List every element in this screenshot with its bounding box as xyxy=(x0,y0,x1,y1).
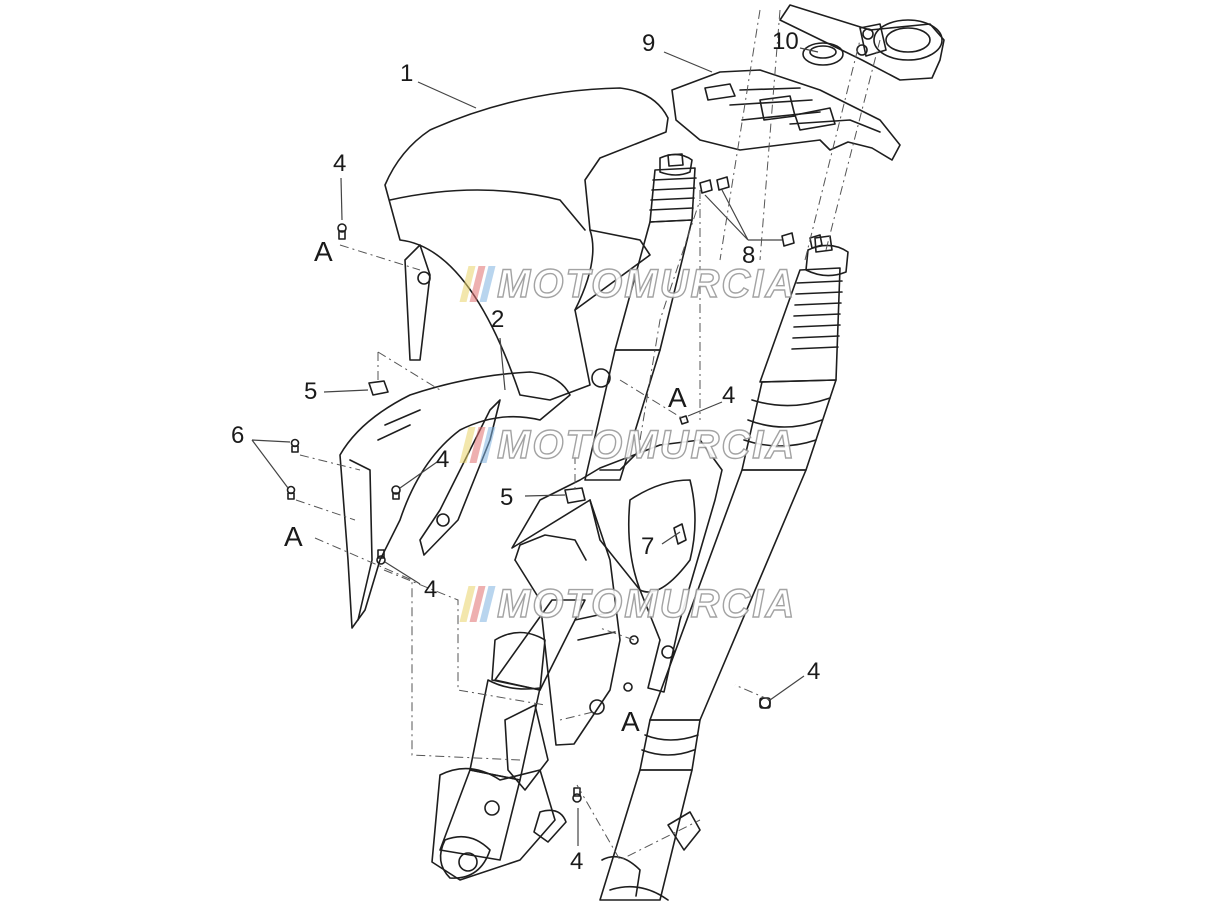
callout-4-bottom: 4 xyxy=(570,848,584,875)
ref-a-upper-right: A xyxy=(668,382,687,413)
fork-cover-7 xyxy=(511,439,723,746)
callout-5-left: 5 xyxy=(304,378,318,405)
right-fork-leg xyxy=(599,235,849,901)
callout-4-right: 4 xyxy=(807,658,821,685)
callout-4-upper-right: 4 xyxy=(722,382,736,409)
watermark-stripes xyxy=(459,266,496,302)
inner-mudguard-2 xyxy=(339,368,611,629)
callout-2: 2 xyxy=(491,306,505,333)
callout-5-center: 5 xyxy=(500,484,514,511)
callout-4-top-left: 4 xyxy=(333,150,347,177)
watermark-text: MOTOMURCIA xyxy=(496,261,797,306)
upper-clamp-10 xyxy=(779,4,945,81)
watermark-text: MOTOMURCIA xyxy=(496,422,797,467)
left-fork-leg xyxy=(431,153,697,881)
watermark-middle: MOTOMURCIA xyxy=(459,422,797,467)
assembly-dashes xyxy=(295,9,881,861)
callout-1: 1 xyxy=(400,60,414,87)
leader-lines xyxy=(251,47,819,846)
cover-9 xyxy=(671,69,901,161)
ref-a-lower-left: A xyxy=(284,521,303,552)
callout-6: 6 xyxy=(231,422,245,449)
callout-8: 8 xyxy=(742,242,756,269)
watermark-top: MOTOMURCIA xyxy=(459,261,797,306)
front-fender-1 xyxy=(384,87,669,401)
callout-9: 9 xyxy=(642,30,656,57)
watermark-text: MOTOMURCIA xyxy=(496,581,797,626)
callout-4-center: 4 xyxy=(436,446,450,473)
callout-10: 10 xyxy=(772,28,799,55)
watermark-stripes xyxy=(459,586,496,622)
callout-7: 7 xyxy=(641,533,655,560)
watermark-bottom: MOTOMURCIA xyxy=(459,581,797,626)
ref-a-lower-right: A xyxy=(621,706,640,737)
watermark-stripes xyxy=(459,427,496,463)
callout-4-lower-left: 4 xyxy=(424,576,438,603)
screws-and-clips xyxy=(286,176,823,803)
ref-a-upper-left: A xyxy=(314,236,333,267)
